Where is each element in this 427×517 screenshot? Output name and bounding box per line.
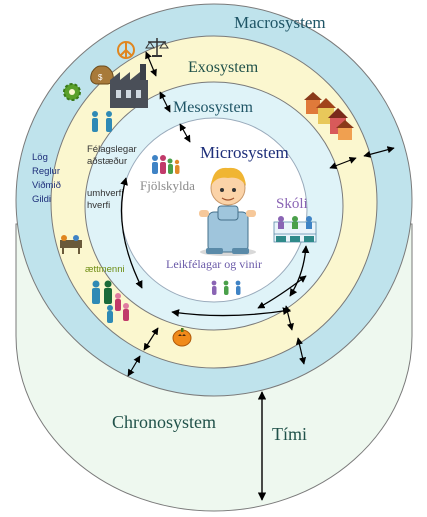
- arrow-bottom-right-1: [284, 305, 294, 331]
- arrow-right-1: [329, 156, 357, 170]
- pumpkin-icon: [172, 328, 192, 347]
- arrow-right-2: [363, 146, 395, 158]
- factory-icon: [110, 64, 148, 108]
- arrow-bottom-left-2: [127, 355, 141, 377]
- macro-item-laws: Lög: [32, 152, 48, 163]
- money-bag-icon: $: [90, 65, 114, 85]
- macro-item-norms: Viðmið: [32, 180, 61, 191]
- macro-item-rules: Reglur: [32, 166, 60, 177]
- timi-label: Tími: [272, 424, 307, 444]
- environment-label-line1: umhverfi: [87, 188, 123, 199]
- arrow-meso-micro-top: [179, 123, 191, 143]
- relatives-people-icon: [92, 280, 129, 323]
- peers-people-icon: [211, 280, 241, 295]
- houses-icon: [304, 92, 354, 140]
- exosystem-label: Exosystem: [188, 59, 259, 76]
- meso-arrow-lower-right: [257, 275, 307, 309]
- meso-arrow-bottom: [171, 307, 291, 317]
- macrosystem-label: Macrosystem: [234, 13, 326, 32]
- meso-arrow-left: [120, 177, 143, 289]
- scales-icon: [145, 38, 169, 57]
- school-desks-icon: [273, 216, 317, 243]
- arrow-exo-meso-top: [159, 91, 171, 113]
- peers-label: Leikfélagar og vinir: [166, 257, 262, 271]
- child-icon: [199, 167, 256, 256]
- mesosystem-label: Mesosystem: [173, 99, 254, 116]
- svg-text:$: $: [98, 73, 103, 82]
- arrow-bottom-left-1: [143, 327, 159, 351]
- macro-item-values: Gildi: [32, 194, 51, 205]
- social-label-line1: Félagslegar: [87, 144, 137, 155]
- chronosystem-label: Chronosystem: [112, 412, 216, 432]
- family-people-icon: [152, 155, 180, 174]
- microsystem-label: Microsystem: [200, 143, 289, 162]
- school-label: Skóli: [276, 196, 308, 212]
- peace-icon: [117, 41, 135, 59]
- relatives-label: ættmenni: [85, 264, 125, 275]
- workers-people-icon: [92, 111, 112, 132]
- classroom-desks-icon: [60, 235, 82, 254]
- family-label: Fjölskylda: [140, 178, 195, 193]
- social-label-line2: aðstæður: [87, 156, 127, 167]
- gear-icon: [63, 83, 81, 101]
- environment-label-line2: hverfi: [87, 200, 110, 211]
- arrow-macro-exo-top: [145, 51, 157, 77]
- arrow-bottom-right-2: [295, 337, 307, 365]
